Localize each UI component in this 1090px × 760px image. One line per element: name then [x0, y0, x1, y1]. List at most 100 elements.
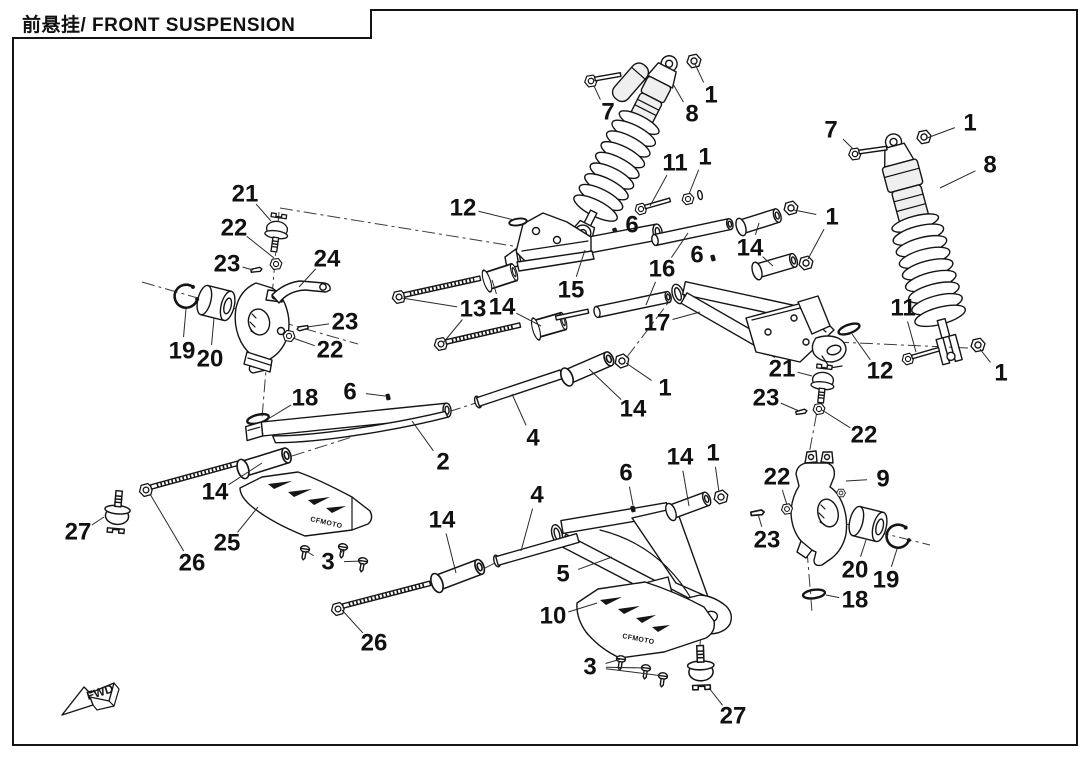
a-arm-guard-25: CFMOTO [239, 471, 373, 537]
leader-line [821, 409, 851, 429]
leader-line [860, 539, 867, 558]
ball-joint-21-left [261, 211, 292, 254]
callout-13: 13 [460, 296, 487, 323]
leader-line [442, 319, 463, 344]
pin-6-b [710, 254, 716, 262]
spacer-14-right [662, 488, 714, 523]
callout-26: 26 [361, 630, 388, 657]
callout-20: 20 [842, 557, 869, 584]
callout-20: 20 [197, 346, 224, 373]
page-title: 前悬挂/ FRONT SUSPENSION [22, 14, 296, 36]
centerline [279, 207, 520, 248]
leader-line [298, 268, 317, 288]
leader-line [781, 490, 788, 506]
callout-22: 22 [764, 464, 791, 491]
screw-3-left-3 [355, 556, 369, 574]
callout-10: 10 [540, 603, 567, 630]
leader-line [478, 210, 515, 221]
callout-12: 12 [450, 195, 477, 222]
leader-line [149, 493, 185, 552]
callout-7: 7 [601, 99, 614, 126]
callout-9: 9 [876, 466, 889, 493]
leader-line [780, 402, 800, 412]
callout-18: 18 [292, 385, 319, 412]
leader-line [516, 312, 542, 327]
callout-19: 19 [873, 567, 900, 594]
leader-line [511, 393, 527, 426]
leader-line [979, 348, 991, 363]
nut-1-right [711, 488, 731, 506]
leader-line [842, 138, 854, 150]
callout-14: 14 [620, 396, 647, 423]
leader-line [491, 279, 497, 295]
callout-1: 1 [825, 204, 838, 231]
callout-25: 25 [214, 530, 241, 557]
nut-1-mid [680, 192, 696, 206]
leader-line [797, 371, 813, 377]
steering-knuckle-left [234, 280, 331, 374]
callout-18: 18 [842, 587, 869, 614]
bushing-20-left [193, 283, 239, 323]
leader-line [341, 609, 364, 634]
centerline [447, 401, 480, 413]
callout-4: 4 [526, 425, 540, 452]
leader-line [575, 249, 586, 277]
centerline [835, 341, 969, 349]
title-box: 前悬挂/ FRONT SUSPENSION [12, 9, 372, 39]
cotter-pin-23-right-upper [794, 408, 808, 416]
callout-6: 6 [619, 460, 632, 487]
callout-1: 1 [704, 82, 717, 109]
leader-line [890, 548, 898, 567]
leader-line [365, 393, 386, 397]
bolt-13-a [402, 275, 482, 298]
callout-1: 1 [963, 110, 976, 137]
ball-joint-27-left [102, 489, 133, 535]
leader-line [672, 83, 684, 103]
callout-7: 7 [824, 117, 837, 144]
leader-line [568, 602, 598, 613]
centerline [482, 561, 498, 570]
leader-line [757, 513, 763, 527]
ball-joint-21-right [808, 363, 837, 405]
leader-line [228, 462, 263, 486]
leader-line [714, 466, 720, 493]
pivot-rod [554, 308, 590, 321]
bolt-11-right [910, 346, 941, 360]
nut-1-b [796, 254, 816, 272]
o-ring-12-right [836, 320, 862, 338]
ball-joint-27-right [686, 644, 716, 691]
callout-21: 21 [232, 181, 259, 208]
leader-line [401, 297, 458, 308]
leader-line [645, 281, 656, 306]
callout-23: 23 [332, 309, 359, 336]
leader-line [411, 420, 434, 452]
callout-3: 3 [321, 549, 334, 576]
a-arm-guard-10: CFMOTO [576, 576, 716, 659]
upper-a-arm-left-15 [504, 212, 663, 272]
shock-absorber-right [881, 133, 967, 366]
callout-27: 27 [720, 703, 747, 730]
leader-line [614, 229, 618, 232]
callout-1: 1 [706, 440, 719, 467]
callout-1: 1 [658, 375, 671, 402]
nut-22-right-upper [811, 402, 827, 416]
callout-8: 8 [983, 152, 996, 179]
steering-arm-24 [271, 280, 331, 304]
leader-line [605, 658, 622, 664]
leader-line [649, 174, 668, 207]
leader-line [845, 479, 868, 482]
washer [696, 189, 704, 201]
upper-a-arm-right-17 [671, 280, 847, 369]
callout-22: 22 [221, 215, 248, 242]
nut-1-bottomright [969, 336, 987, 354]
screw-3-right-1 [614, 654, 627, 672]
callout-14: 14 [667, 444, 694, 471]
leader-line [520, 508, 534, 552]
leader-line [672, 311, 701, 321]
leader-line [588, 368, 622, 400]
snap-ring-19-right [883, 521, 913, 551]
nut-22-left-upper [268, 257, 284, 271]
centerline [806, 549, 813, 613]
leader-line [91, 516, 105, 526]
callout-2: 2 [436, 449, 449, 476]
